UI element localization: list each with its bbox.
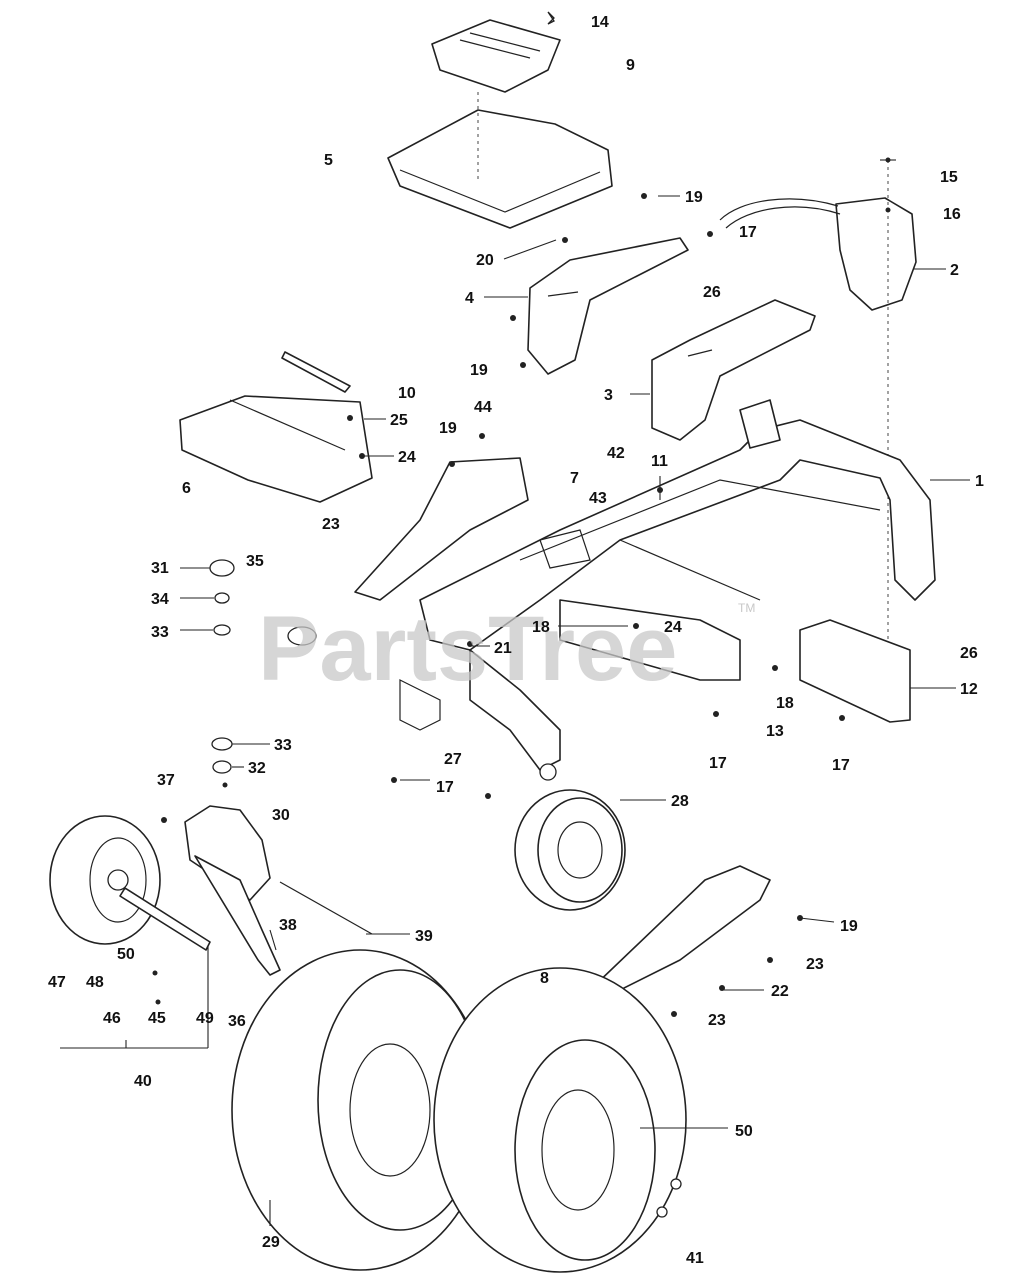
callout-23-lower[interactable]: 23 [708,1012,726,1029]
callout-17-left[interactable]: 17 [436,779,454,796]
callout-35[interactable]: 35 [246,553,264,570]
rear-right-tire[interactable] [433,967,687,1273]
callout-23-right[interactable]: 23 [806,956,824,973]
callout-1[interactable]: 1 [975,473,984,490]
callout-29[interactable]: 29 [262,1234,280,1251]
seat-pan[interactable] [387,109,613,229]
callout-45[interactable]: 45 [148,1010,166,1027]
callout-24-left[interactable]: 24 [398,449,416,466]
callout-10[interactable]: 10 [398,385,416,402]
callout-13[interactable]: 13 [766,723,784,740]
callout-50-rear[interactable]: 50 [735,1123,753,1140]
callout-26-right[interactable]: 26 [960,645,978,662]
callout-32[interactable]: 32 [248,760,266,777]
callout-31[interactable]: 31 [151,560,169,577]
callout-37[interactable]: 37 [157,772,175,789]
callout-23-upper[interactable]: 23 [322,516,340,533]
callout-5[interactable]: 5 [324,152,333,169]
side-support-bracket[interactable] [354,457,529,601]
watermark-trademark: TM [738,601,755,615]
callout-17-upper[interactable]: 17 [739,224,757,241]
callout-18-right[interactable]: 18 [776,695,794,712]
callout-22[interactable]: 22 [771,983,789,1000]
callout-15[interactable]: 15 [940,169,958,186]
callout-11[interactable]: 11 [651,453,668,470]
front-left-wheel[interactable] [49,815,161,945]
washer-stack-lower[interactable] [211,737,233,774]
callout-49[interactable]: 49 [196,1010,214,1027]
tie-rod[interactable] [279,881,373,935]
callout-40[interactable]: 40 [134,1073,152,1090]
callout-12[interactable]: 12 [960,681,978,698]
callout-19-mid[interactable]: 19 [470,362,488,379]
seat-knob[interactable] [547,11,555,25]
callout-34[interactable]: 34 [151,591,169,608]
right-seat-bracket[interactable] [651,299,816,441]
rear-plate[interactable] [799,619,911,723]
callout-26-upper[interactable]: 26 [703,284,721,301]
callout-47[interactable]: 47 [48,974,66,991]
callout-46[interactable]: 46 [103,1010,121,1027]
left-seat-bracket[interactable] [527,237,689,375]
rear-trim-bracket[interactable] [589,865,771,1001]
callout-33-lower[interactable]: 33 [274,737,292,754]
callout-19-right[interactable]: 19 [840,918,858,935]
callout-39[interactable]: 39 [415,928,433,945]
callout-8[interactable]: 8 [540,970,549,987]
caster-wheel[interactable] [514,763,626,911]
callout-36[interactable]: 36 [228,1013,246,1030]
callout-17-right[interactable]: 17 [832,757,850,774]
callout-19-left[interactable]: 19 [439,420,457,437]
callout-2[interactable]: 2 [950,262,959,279]
control-lever-bracket[interactable] [719,197,917,311]
callout-19-top[interactable]: 19 [685,189,703,206]
callout-6[interactable]: 6 [182,480,191,497]
front-spindle[interactable] [184,805,281,976]
callout-41[interactable]: 41 [686,1250,704,1267]
callout-21[interactable]: 21 [494,640,512,657]
callout-4[interactable]: 4 [465,290,474,307]
callout-50-front[interactable]: 50 [117,946,135,963]
callout-3[interactable]: 3 [604,387,613,404]
callout-42[interactable]: 42 [607,445,625,462]
leader-lines [60,159,970,1226]
callout-25[interactable]: 25 [390,412,408,429]
callout-27[interactable]: 27 [444,751,462,768]
axle-bolt[interactable] [119,887,211,951]
callout-30[interactable]: 30 [272,807,290,824]
top-plate[interactable] [281,351,351,393]
callout-14[interactable]: 14 [591,14,609,31]
seat-cushion[interactable] [431,19,561,93]
main-frame[interactable] [399,399,936,771]
callout-43[interactable]: 43 [589,490,607,507]
callout-44[interactable]: 44 [474,399,492,416]
callout-48[interactable]: 48 [86,974,104,991]
callout-7[interactable]: 7 [570,470,579,487]
callout-18-left[interactable]: 18 [532,619,550,636]
callout-33-upper[interactable]: 33 [151,624,169,641]
callout-28[interactable]: 28 [671,793,689,810]
washer-stack-upper[interactable] [209,559,317,646]
callout-24-right[interactable]: 24 [664,619,682,636]
callout-38[interactable]: 38 [279,917,297,934]
callout-20[interactable]: 20 [476,252,494,269]
callout-9[interactable]: 9 [626,57,635,74]
callout-17-mid[interactable]: 17 [709,755,727,772]
callout-16[interactable]: 16 [943,206,961,223]
watermark-text: PartsTree [258,598,677,700]
callout-labels: 1 2 3 4 5 6 7 8 9 10 11 12 13 14 15 16 1… [48,14,984,1267]
front-panel[interactable] [179,395,373,503]
